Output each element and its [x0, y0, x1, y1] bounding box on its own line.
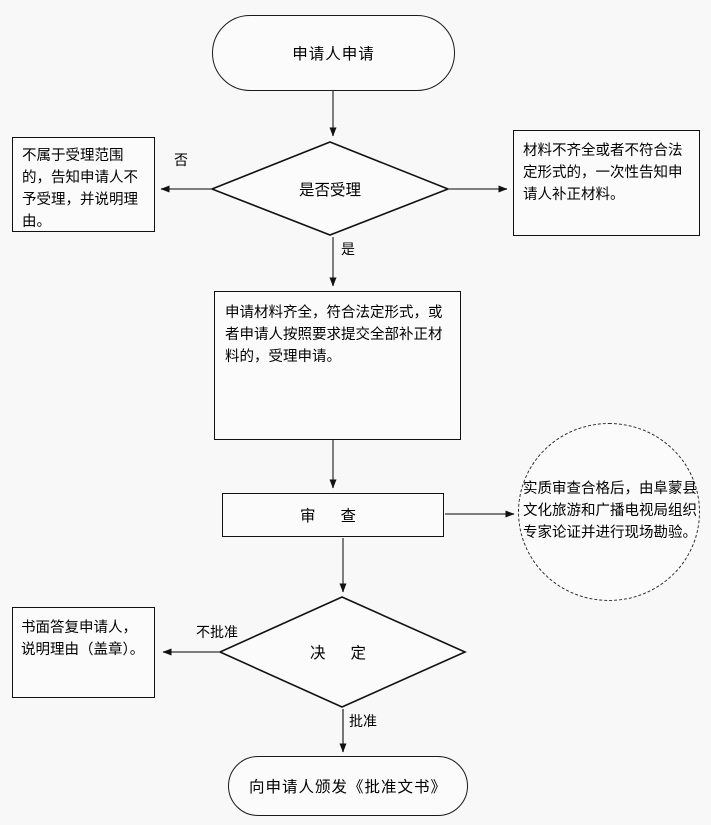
- node-reject-out-of-scope[interactable]: 不属于受理范围的，告知申请人不予受理，并说明理由。: [12, 137, 155, 232]
- node-accept-application[interactable]: 申请材料齐全，符合法定形式，或者申请人按照要求提交全部补正材料的，受理申请。: [214, 291, 461, 440]
- node-decision-final-label-wrap[interactable]: 决 定: [243, 632, 443, 672]
- node-incomplete-materials-label: 材料不齐全或者不符合法定形式的，一次性告知申请人补正材料。: [523, 143, 683, 204]
- node-start-applicant-apply[interactable]: 申请人申请: [212, 15, 455, 91]
- node-written-reply[interactable]: 书面答复申请人，说明理由（盖章）。: [12, 607, 155, 698]
- node-incomplete-materials[interactable]: 材料不齐全或者不符合法定形式的，一次性告知申请人补正材料。: [513, 130, 700, 236]
- node-decision-accept-label: 是否受理: [298, 181, 361, 199]
- edge-label-yes: 是: [341, 242, 355, 258]
- node-review-label: 审 查: [300, 507, 366, 525]
- edge-label-no: 否: [174, 153, 188, 169]
- node-decision-accept-label-wrap[interactable]: 是否受理: [232, 169, 428, 209]
- node-reject-out-of-scope-label: 不属于受理范围的，告知申请人不予受理，并说明理由。: [22, 148, 138, 231]
- edge-label-not-approved: 不批准: [196, 625, 238, 641]
- node-review[interactable]: 审 查: [222, 493, 444, 537]
- node-expert-review-note[interactable]: 实质审查合格后，由阜蒙县文化旅游和广播电视局组织专家论证并进行现场勘验。: [518, 423, 700, 601]
- node-issue-document[interactable]: 向申请人颁发《批准文书》: [228, 756, 468, 816]
- node-issue-document-label: 向申请人颁发《批准文书》: [248, 778, 447, 796]
- node-decision-final-label: 决 定: [310, 644, 376, 662]
- node-start-label: 申请人申请: [292, 45, 375, 63]
- edge-label-approved: 批准: [349, 714, 377, 730]
- node-written-reply-label: 书面答复申请人，说明理由（盖章）。: [21, 620, 145, 659]
- node-accept-application-label: 申请材料齐全，符合法定形式，或者申请人按照要求提交全部补正材料的，受理申请。: [225, 305, 443, 366]
- node-expert-review-note-label: 实质审查合格后，由阜蒙县文化旅游和广播电视局组织专家论证并进行现场勘验。: [523, 481, 697, 541]
